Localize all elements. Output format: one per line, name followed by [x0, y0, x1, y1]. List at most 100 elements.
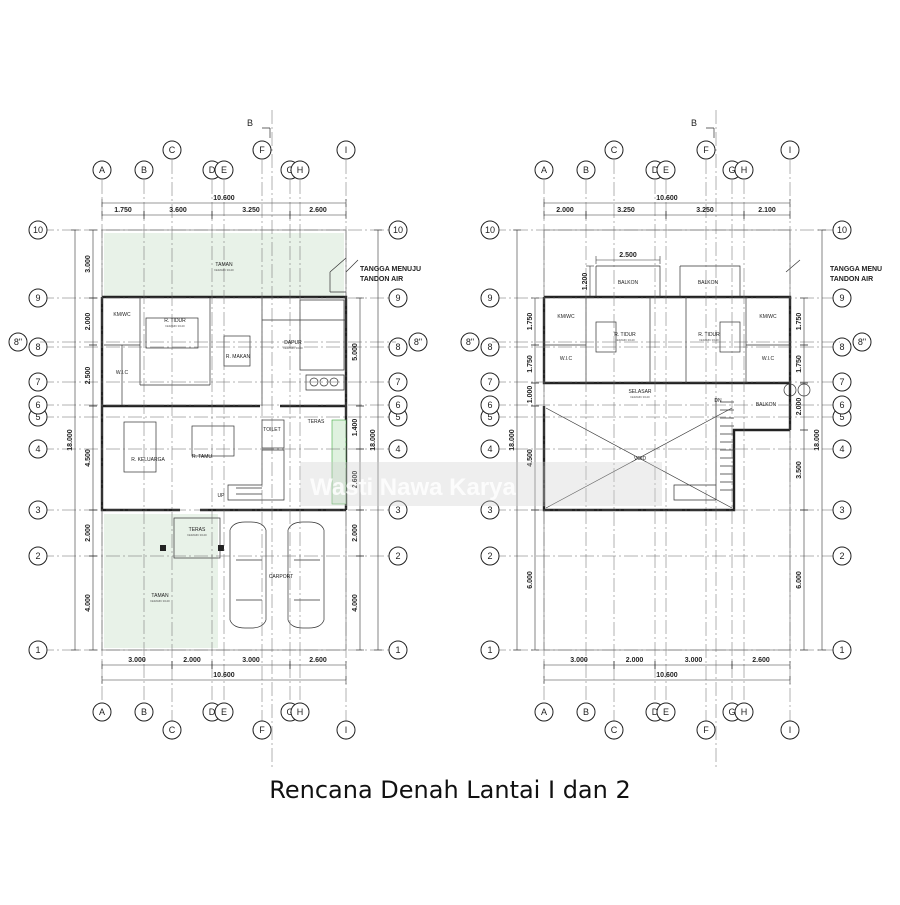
f2-left-axis-8-label: 8": [466, 337, 474, 347]
f2-top-total-text: 10.600: [656, 195, 678, 202]
f1-top-axis-C-label: C: [169, 145, 176, 155]
f1-right-axis-7-circle: [388, 337, 408, 357]
f2-right-axis-5-label: 6: [839, 400, 844, 410]
f2-left-axis-6-label: 7: [487, 377, 492, 387]
f2-right-dim-0-text: 1.750: [796, 313, 803, 331]
f2-top-dim-3-text: 2.100: [758, 207, 776, 214]
label-wic-l: W.I.C: [560, 356, 573, 362]
label-up: UP: [218, 493, 226, 499]
f1-right-dim-2-text: 2.600: [352, 471, 359, 489]
f1-top-total-text: 10.600: [213, 195, 235, 202]
f1-bottom-axis-D-label: D: [209, 707, 216, 717]
f2-left-dim-1-text: 1.750: [527, 355, 534, 373]
f1-top-axis-A-label: A: [99, 165, 105, 175]
f1-bottom-axis-B-label: B: [141, 707, 147, 717]
f2-right-axis-2-circle: [832, 500, 852, 520]
f2-right-axis-7-label: 8: [839, 342, 844, 352]
sub-teras: KERAMIK 30x30: [187, 533, 207, 537]
f2-left-dim-3-text: 4.500: [527, 449, 534, 467]
f1-top-dim-3-text: 2.600: [309, 207, 327, 214]
f2-left-axis-7-circle: [480, 337, 500, 357]
label-teras-side: TERAS: [308, 419, 325, 425]
f1-top-axis-H-label: H: [297, 165, 304, 175]
f1-bottom-dim-0-text: 3.000: [128, 657, 146, 664]
label-teras: TERAS: [189, 527, 206, 533]
f1-right-axis-9-label: 9: [395, 293, 400, 303]
f1-left-dim-4-text: 2.000: [85, 524, 92, 542]
label-dn: DN: [714, 398, 722, 404]
f1-right-axis-8-circle: [408, 332, 428, 352]
f2-left-axis-7-label: 8: [487, 342, 492, 352]
f1-right-axis-3-label: 4: [395, 444, 400, 454]
label-r-tidur: R. TIDUR: [164, 318, 186, 324]
f1-left-axis-7-circle: [28, 337, 48, 357]
f1-right-axis-2-label: 3: [395, 505, 400, 515]
label-dapur: DAPUR: [284, 340, 302, 346]
f1-left-axis-5-circle: [28, 395, 48, 415]
label-km-wc-r: KM/WC: [759, 314, 777, 320]
f2-top-axis-B-label: B: [583, 165, 589, 175]
f1-left-axis-2-label: 3: [35, 505, 40, 515]
f2-right-axis-1-label: 2: [839, 551, 844, 561]
f1-bottom-axis-A-circle: [92, 702, 112, 722]
f2-right-axis-4-label: 5: [839, 412, 844, 422]
f1-right-axis-10-circle: [388, 220, 408, 240]
f2-right-axis-10-label: 10: [837, 225, 847, 235]
f1-left-dim-0-text: 3.000: [85, 255, 92, 273]
f2-right-axis-9-label: 9: [839, 293, 844, 303]
tank-notes: TANGGA MENUJU TANDON AIR TANGGA MENU TAN…: [345, 259, 882, 283]
f2-balkon-dim-text: 2.500: [619, 252, 637, 259]
f2-bottom-axis-I-circle: [780, 720, 800, 740]
f1-right-axis-0-circle: [388, 640, 408, 660]
note-tank-f2-l1: TANGGA MENU: [830, 266, 882, 273]
sub-taman-top: KERAMIK 30x30: [214, 268, 234, 272]
f2-right-axis-1-circle: [832, 546, 852, 566]
f1-left-axis-6-circle: [28, 372, 48, 392]
f2-right-dim-1-text: 1.750: [796, 355, 803, 373]
f2-section-arrow: [706, 127, 715, 138]
f2-left-axis-0-circle: [480, 640, 500, 660]
label-taman-top: TAMAN: [215, 262, 233, 268]
f1-top-axis-H-circle: [290, 160, 310, 180]
label-r-tidur-l: R. TIDUR: [614, 332, 636, 338]
f2-top-dim-1-text: 3.250: [617, 207, 635, 214]
f1-bottom-axis-G-label: G: [286, 707, 293, 717]
f1-left-axis-0-label: 1: [35, 645, 40, 655]
f2-bottom-axis-C-label: C: [611, 725, 618, 735]
f2-right-total-text: 18.000: [814, 429, 821, 451]
f2-left-dim-4-text: 6.000: [527, 571, 534, 589]
label-km-wc: KM/WC: [113, 312, 131, 318]
f2-bottom-dim-1-text: 2.000: [626, 657, 644, 664]
f1-left-total-text: 18.000: [67, 429, 74, 451]
f1-right-axis-9-circle: [388, 288, 408, 308]
f2-left-axis-3-label: 4: [487, 444, 492, 454]
f2-bottom-axis-F-circle: [696, 720, 716, 740]
f1-bottom-dim-3-text: 2.600: [309, 657, 327, 664]
f2-left-axis-9-circle: [480, 288, 500, 308]
f1-bottom-dim-2-text: 3.000: [242, 657, 260, 664]
f1-top-axis-C-circle: [162, 140, 182, 160]
f1-left-axis-1-label: 2: [35, 551, 40, 561]
floor2-room-labels: BALKON BALKON KM/WC R. TIDUR KERAMIK 30x…: [557, 280, 777, 462]
f2-top-axis-I-circle: [780, 140, 800, 160]
floor2-walls: [542, 229, 811, 651]
sub-selasar: KERAMIK 30x30: [630, 395, 650, 399]
f1-top-dim-1-text: 3.600: [169, 207, 187, 214]
f1-bottom-axis-C-label: C: [169, 725, 176, 735]
f2-section-label: B: [691, 118, 697, 128]
f2-right-axis-6-circle: [832, 372, 852, 392]
f1-top-axis-F-circle: [252, 140, 272, 160]
f1-bottom-axis-F-label: F: [259, 725, 265, 735]
f2-bottom-axis-E-circle: [656, 702, 676, 722]
f2-bottom-axis-F-label: F: [703, 725, 709, 735]
f1-right-axis-8-label: 8": [414, 337, 422, 347]
f1-left-axis-9-label: 9: [35, 293, 40, 303]
f2-right-axis-2-label: 3: [839, 505, 844, 515]
f2-right-axis-5-circle: [832, 395, 852, 415]
f1-left-axis-6-label: 7: [35, 377, 40, 387]
f2-top-axis-E-circle: [656, 160, 676, 180]
f1-bottom-axis-I-circle: [336, 720, 356, 740]
f2-bottom-axis-H-label: H: [741, 707, 748, 717]
